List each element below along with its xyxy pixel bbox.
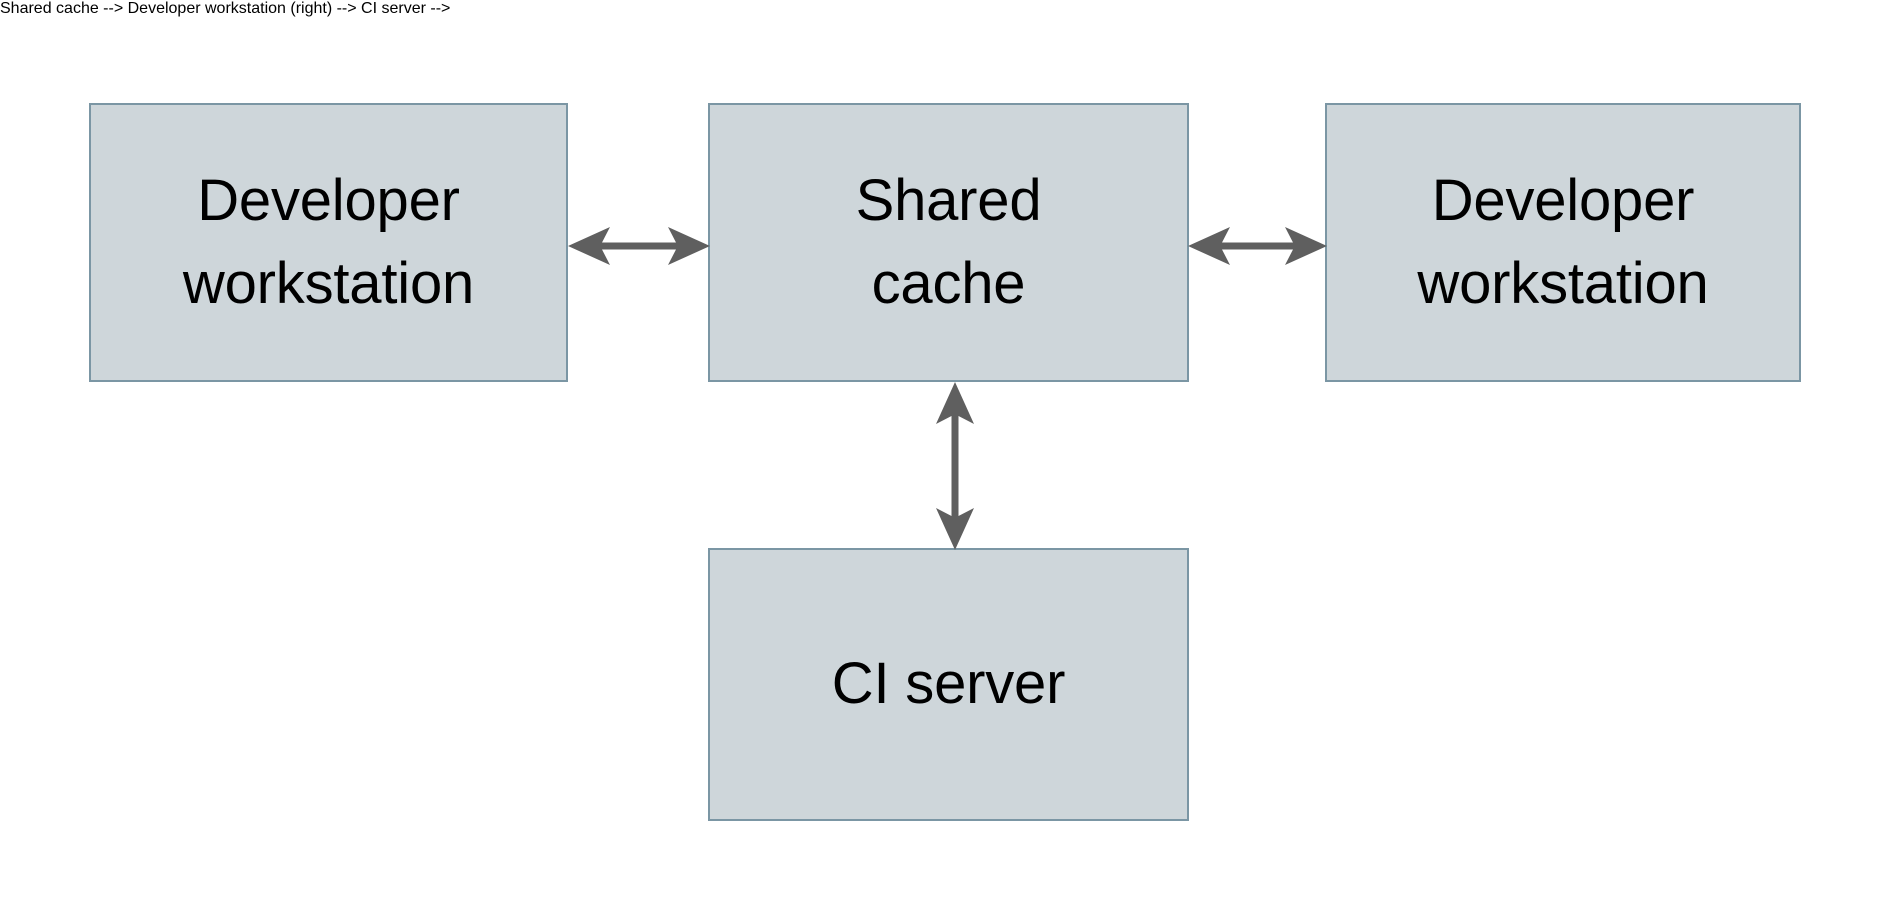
edge-developer-left-to-shared-cache-arrow	[568, 227, 710, 265]
node-label: Shared cache	[855, 168, 1042, 316]
node-label: Developer workstation	[182, 168, 475, 316]
edge-shared-cache-to-developer-right-arrow	[1188, 227, 1327, 265]
node-developer-workstation-left[interactable]: Developer workstation	[89, 103, 568, 382]
double-headed-arrow-icon	[936, 382, 974, 550]
node-label: CI server	[831, 651, 1066, 717]
double-headed-arrow-icon	[568, 227, 710, 265]
edge-shared-cache-to-ci-server-arrow	[936, 382, 974, 550]
node-ci-server[interactable]: CI server	[708, 548, 1189, 821]
node-shared-cache[interactable]: Shared cache	[708, 103, 1189, 382]
double-headed-arrow-icon	[1188, 227, 1327, 265]
node-label: Developer workstation	[1417, 168, 1709, 316]
node-developer-workstation-right[interactable]: Developer workstation	[1325, 103, 1801, 382]
